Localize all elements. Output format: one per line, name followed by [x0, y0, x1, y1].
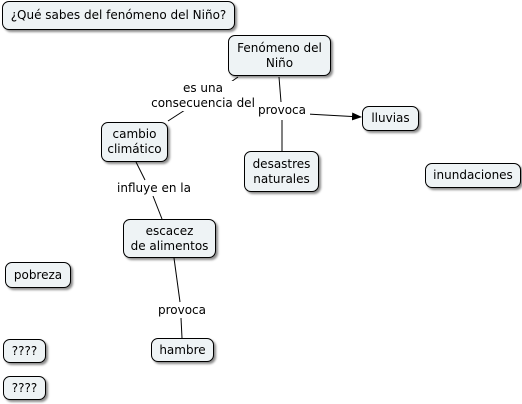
map-title[interactable]: ¿Qué sabes del fenómeno del Niño?	[2, 1, 235, 30]
node-inundaciones[interactable]: inundaciones	[425, 163, 521, 188]
link-escacez-provoca	[173, 257, 181, 303]
link-consecuencia-cambio	[167, 109, 186, 122]
link-label-provoca-bottom[interactable]: provoca	[154, 303, 210, 318]
link-label-es-una-consecuencia-del[interactable]: es una consecuencia del	[148, 81, 258, 111]
node-hambre[interactable]: hambre	[151, 338, 214, 362]
link-provoca-hambre	[180, 317, 183, 339]
link-label-provoca-top[interactable]: provoca	[254, 103, 310, 118]
node-escacez-de-alimentos[interactable]: escacez de alimentos	[123, 219, 216, 258]
link-fenomeno-provoca	[278, 76, 282, 103]
node-unknown-1[interactable]: ????	[3, 339, 46, 363]
link-label-influye-en-la[interactable]: influye en la	[112, 181, 196, 196]
node-fenomeno-del-nino[interactable]: Fenómeno del Niño	[228, 35, 331, 76]
node-pobreza[interactable]: pobreza	[5, 262, 71, 288]
node-desastres-naturales[interactable]: desastres naturales	[244, 151, 319, 192]
node-lluvias[interactable]: lluvias	[362, 106, 419, 131]
node-cambio-climatico[interactable]: cambio climático	[101, 122, 168, 162]
link-cambio-influye	[135, 161, 146, 181]
node-unknown-2[interactable]: ????	[3, 376, 46, 400]
link-influye-escacez	[152, 195, 163, 220]
link-provoca-lluvias	[306, 112, 362, 121]
